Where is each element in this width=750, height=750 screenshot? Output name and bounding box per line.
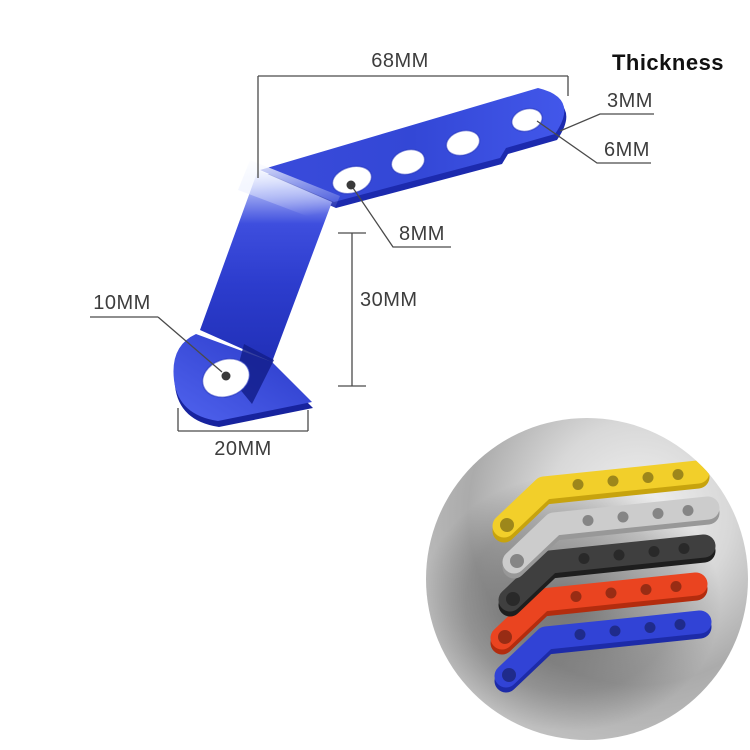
arm-hole-3 xyxy=(445,129,481,157)
dimension-line-6mm xyxy=(536,120,651,164)
variant-silver-hole xyxy=(652,508,664,519)
bend-highlight xyxy=(238,160,340,224)
variant-red-body xyxy=(490,572,708,650)
bracket-foot-shadow xyxy=(234,344,274,404)
variant-blue-foot-hole xyxy=(502,668,516,682)
variant-blue-hole xyxy=(644,622,656,633)
dim-label-6mm: 6MM xyxy=(604,139,650,161)
variant-yellow-hole xyxy=(607,475,619,487)
variant-red-foot-hole xyxy=(498,630,512,644)
variant-black-hole xyxy=(578,553,590,564)
variant-silver-hole xyxy=(617,511,629,523)
variant-silver-hole xyxy=(682,505,694,516)
variant-blue-hole xyxy=(574,629,586,640)
variant-yellow-body xyxy=(492,460,710,538)
dimension-line-3mm xyxy=(559,113,654,132)
variant-black-body xyxy=(498,534,716,612)
dim-label-68mm: 68MM xyxy=(371,50,429,72)
dim-label-20mm: 20MM xyxy=(214,438,272,460)
variant-black-hole xyxy=(613,549,625,561)
variant-bracket-silver xyxy=(502,496,720,579)
variant-black-foot-hole xyxy=(506,592,520,606)
variant-bracket-red xyxy=(490,572,708,655)
variant-bracket-yellow xyxy=(492,460,710,543)
variant-yellow-foot-hole xyxy=(500,518,514,532)
variant-red-hole xyxy=(640,584,652,595)
variant-red-hole xyxy=(670,581,682,592)
variant-bracket-black xyxy=(498,534,716,617)
bracket-web xyxy=(200,170,332,362)
variant-yellow-hole xyxy=(642,472,654,483)
variant-yellow-hole xyxy=(572,479,584,490)
dimension-line-30mm xyxy=(338,232,366,387)
variant-red-hole xyxy=(570,591,582,602)
variant-bracket-blue xyxy=(494,610,712,693)
variant-black-hole xyxy=(648,546,660,557)
variant-black-hole xyxy=(678,543,690,554)
dim-label-8mm: 8MM xyxy=(399,223,445,245)
variant-yellow-hole xyxy=(672,469,684,480)
leader-dot-8mm xyxy=(346,180,356,190)
dimension-line-8mm xyxy=(350,184,451,248)
variant-blue-body xyxy=(494,610,712,688)
bracket-render xyxy=(173,88,567,427)
arm-hole-2 xyxy=(390,148,426,176)
dimension-line-68mm xyxy=(257,75,569,178)
dimension-line-10mm xyxy=(90,316,223,373)
leader-dot-10mm xyxy=(221,371,231,381)
dim-label-30mm: 30MM xyxy=(360,289,418,311)
variant-red-hole xyxy=(605,587,617,599)
dim-label-10mm: 10MM xyxy=(93,292,151,314)
variant-blue-hole xyxy=(674,619,686,630)
dimension-line-20mm xyxy=(177,408,309,432)
dimension-lines xyxy=(90,75,654,432)
variant-silver-foot-hole xyxy=(510,554,524,568)
thickness-heading: Thickness xyxy=(611,50,725,75)
variant-silver-body xyxy=(502,496,720,574)
bracket-arm xyxy=(260,88,565,202)
arm-hole-4 xyxy=(511,107,543,133)
color-variants-stack xyxy=(426,460,721,731)
color-variants-inset xyxy=(426,418,748,740)
variant-blue-hole xyxy=(609,625,621,637)
dim-label-3mm: 3MM xyxy=(607,90,653,112)
variant-silver-hole xyxy=(582,515,594,526)
